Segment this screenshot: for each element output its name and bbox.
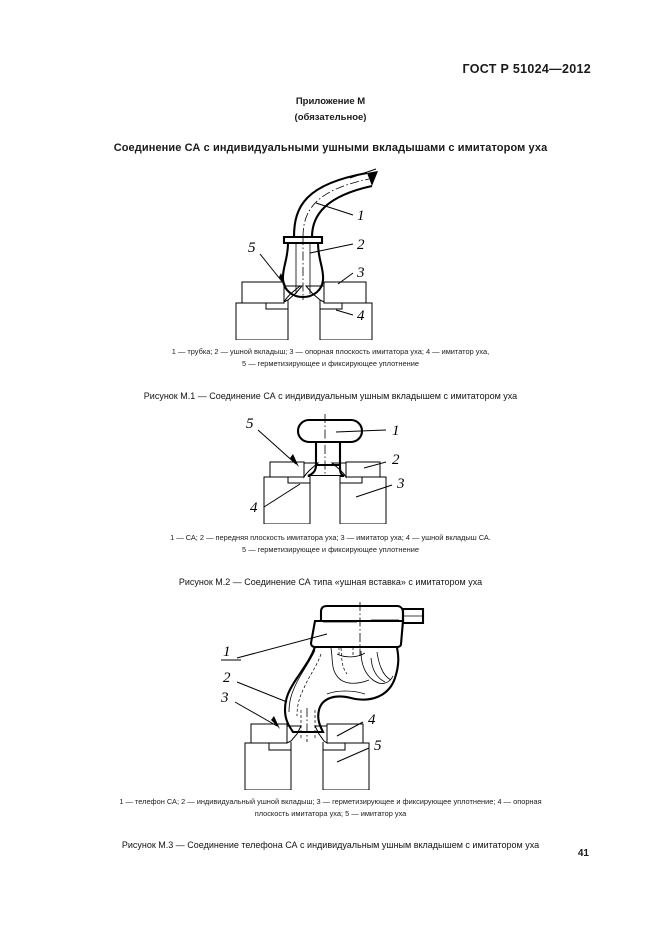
figure-m1-label-1: 1 [357, 208, 365, 224]
figure-m2-legend: 1 — СА; 2 — передняя плоскость имитатора… [61, 532, 601, 555]
figure-m1-drawing: 1 2 3 4 5 [235, 168, 378, 340]
figure-m3-caption: Рисунок М.3 — Соединение телефона СА с и… [121, 840, 540, 850]
figure-m1-legend: 1 — трубка; 2 — ушной вкладыш; 3 — опорн… [61, 346, 601, 369]
figure-m2-label-4: 4 [250, 500, 258, 516]
figure-m1-label-3: 3 [356, 265, 365, 281]
figure-m2-label-2: 2 [392, 452, 400, 468]
figure-m1-label-2: 2 [357, 237, 365, 253]
figure-m3-legend-line1: 1 — телефон СА; 2 — индивидуальный ушной… [119, 797, 542, 806]
page-number: 41 [577, 848, 589, 859]
figure-m3: 1 2 3 4 5 1 — телефон СА; 2 — индивидуал… [0, 598, 661, 852]
section-title: Соединение СА с индивидуальными ушными в… [113, 142, 548, 154]
figure-m2-label-1: 1 [392, 423, 400, 439]
figure-m3-legend-line2: плоскость имитатора уха; 5 — имитатор ух… [254, 808, 407, 818]
figure-m1-legend-line2: 5 — герметизирующее и фиксирующее уплотн… [242, 358, 419, 368]
figure-m3-label-5: 5 [374, 738, 382, 754]
figure-m1: 1 2 3 4 5 1 — трубка; 2 — ушной вкладыш;… [0, 160, 661, 403]
figure-m2-caption: Рисунок М.2 — Соединение СА типа «ушная … [178, 577, 483, 587]
appendix-subtitle: (обязательное) [294, 112, 367, 123]
figure-m3-label-2: 2 [223, 670, 231, 686]
figure-m3-legend: 1 — телефон СА; 2 — индивидуальный ушной… [51, 796, 611, 819]
figure-m3-label-3: 3 [220, 690, 229, 706]
figure-m2-legend-line2: 5 — герметизирующее и фиксирующее уплотн… [242, 544, 419, 554]
figure-m2-legend-line1: 1 — СА; 2 — передняя плоскость имитатора… [170, 533, 491, 542]
figure-m2-label-5: 5 [246, 416, 254, 432]
figure-m1-legend-line1: 1 — трубка; 2 — ушной вкладыш; 3 — опорн… [171, 347, 490, 356]
figure-m2: 1 2 3 4 5 1 — СА; 2 — передняя плоскость… [0, 412, 661, 589]
appendix-title: Приложение М [295, 96, 366, 107]
figure-m1-label-4: 4 [357, 308, 365, 324]
figure-m2-label-3: 3 [396, 476, 405, 492]
figure-m3-label-1: 1 [223, 644, 231, 660]
standard-header: ГОСТ Р 51024—2012 [462, 62, 591, 76]
figure-m3-drawing: 1 2 3 4 5 [220, 602, 424, 790]
figure-m1-caption: Рисунок М.1 — Соединение СА с индивидуал… [143, 391, 518, 401]
figure-m1-label-5: 5 [248, 240, 256, 256]
figure-m3-label-4: 4 [368, 712, 376, 728]
appendix-heading: Приложение М (обязательное) [0, 94, 661, 126]
figure-m2-drawing: 1 2 3 4 5 [246, 414, 405, 524]
